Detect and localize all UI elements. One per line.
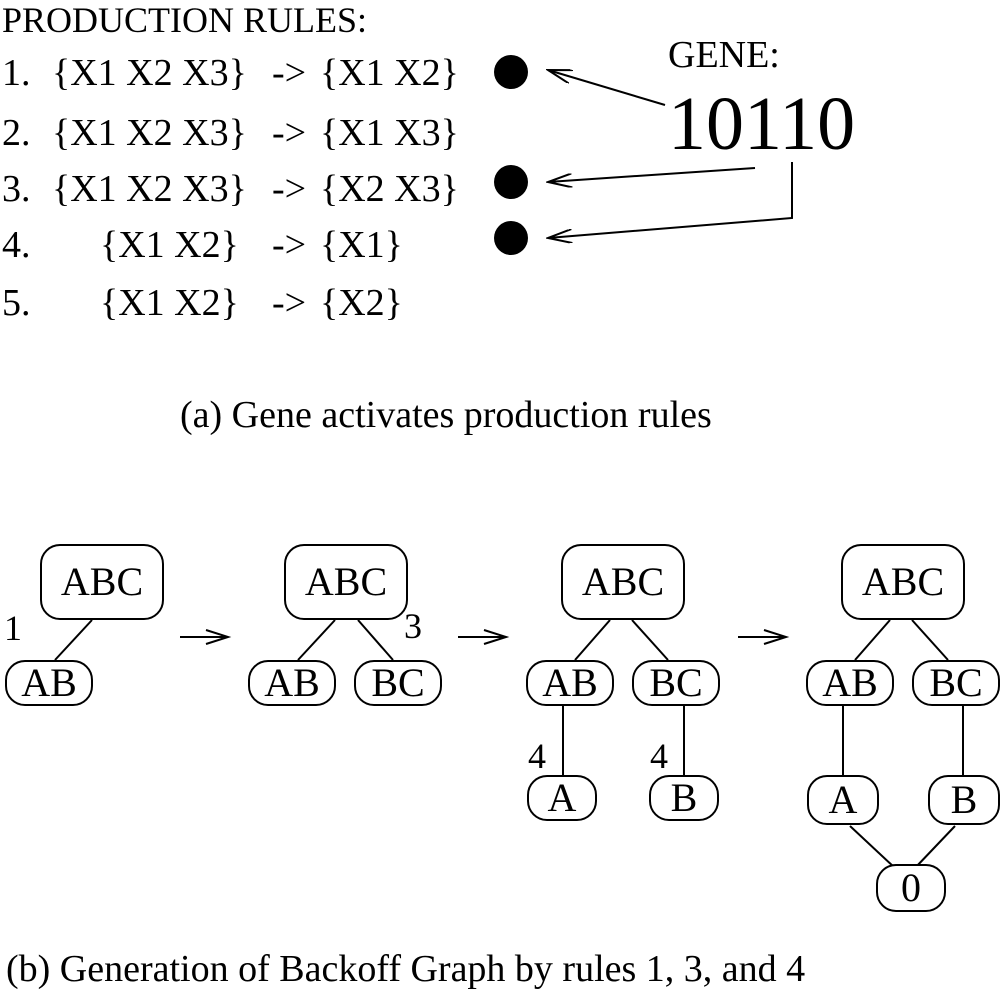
- step4-node-b: B: [928, 775, 1000, 825]
- caption-b: (b) Generation of Backoff Graph by rules…: [6, 948, 806, 990]
- step3-node-abc: ABC: [561, 544, 685, 620]
- rule-4-number: 4.: [2, 224, 31, 266]
- step2-node-abc: ABC: [284, 544, 408, 620]
- rule-5-lhs: {X1 X2}: [100, 282, 239, 324]
- rule-4-arrow: ->: [272, 224, 307, 266]
- step2-rule-label: 3: [404, 606, 422, 646]
- gene-value: 10110: [668, 82, 856, 166]
- rule-5-number: 5.: [2, 282, 31, 324]
- step1-node-abc: ABC: [40, 544, 164, 620]
- arrow-to-rule-4: [548, 162, 793, 238]
- step2-node-ab: AB: [248, 660, 336, 706]
- rule-2-rhs: {X1 X3}: [320, 112, 459, 154]
- step4-node-abc: ABC: [841, 544, 965, 620]
- step3-rule-label-right: 4: [650, 736, 668, 776]
- rule-1-arrow: ->: [272, 52, 307, 94]
- rule-2-arrow: ->: [272, 112, 307, 154]
- rule-1-lhs: {X1 X2 X3}: [52, 52, 247, 94]
- rule-3-active-dot: [494, 165, 528, 199]
- rule-5-rhs: {X2}: [320, 282, 403, 324]
- rule-1-rhs: {X1 X2}: [320, 52, 459, 94]
- gene-label: GENE:: [668, 34, 780, 76]
- step2-node-bc: BC: [354, 660, 442, 706]
- rule-3-lhs: {X1 X2 X3}: [52, 168, 247, 210]
- rule-2-lhs: {X1 X2 X3}: [52, 112, 247, 154]
- step1-node-ab: AB: [5, 660, 93, 706]
- step3-rule-label-left: 4: [528, 736, 546, 776]
- production-rules-title: PRODUCTION RULES:: [2, 0, 368, 40]
- step4-node-a: A: [807, 775, 879, 825]
- step4-node-zero: 0: [876, 864, 946, 912]
- step4-node-bc: BC: [912, 660, 1000, 706]
- rule-3-rhs: {X2 X3}: [320, 168, 459, 210]
- step4-node-ab: AB: [806, 660, 894, 706]
- step3-node-ab: AB: [526, 660, 614, 706]
- step-arrows: [180, 629, 790, 645]
- step3-node-b: B: [649, 775, 719, 821]
- rule-3-arrow: ->: [272, 168, 307, 210]
- arrow-to-rule-3: [548, 167, 756, 182]
- step3-node-a: A: [527, 775, 597, 821]
- step1-rule-label: 1: [4, 608, 22, 648]
- rule-5-arrow: ->: [272, 282, 307, 324]
- rule-2-number: 2.: [2, 112, 31, 154]
- step3-node-bc: BC: [632, 660, 720, 706]
- rule-1-number: 1.: [2, 52, 31, 94]
- rule-3-number: 3.: [2, 168, 31, 210]
- arrow-to-rule-1: [548, 70, 666, 106]
- rule-4-lhs: {X1 X2}: [100, 224, 239, 266]
- rule-4-active-dot: [494, 221, 528, 255]
- caption-a: (a) Gene activates production rules: [180, 394, 712, 436]
- rule-1-active-dot: [494, 55, 528, 89]
- backoff-graph-edges: [54, 619, 964, 869]
- rule-4-rhs: {X1}: [320, 224, 403, 266]
